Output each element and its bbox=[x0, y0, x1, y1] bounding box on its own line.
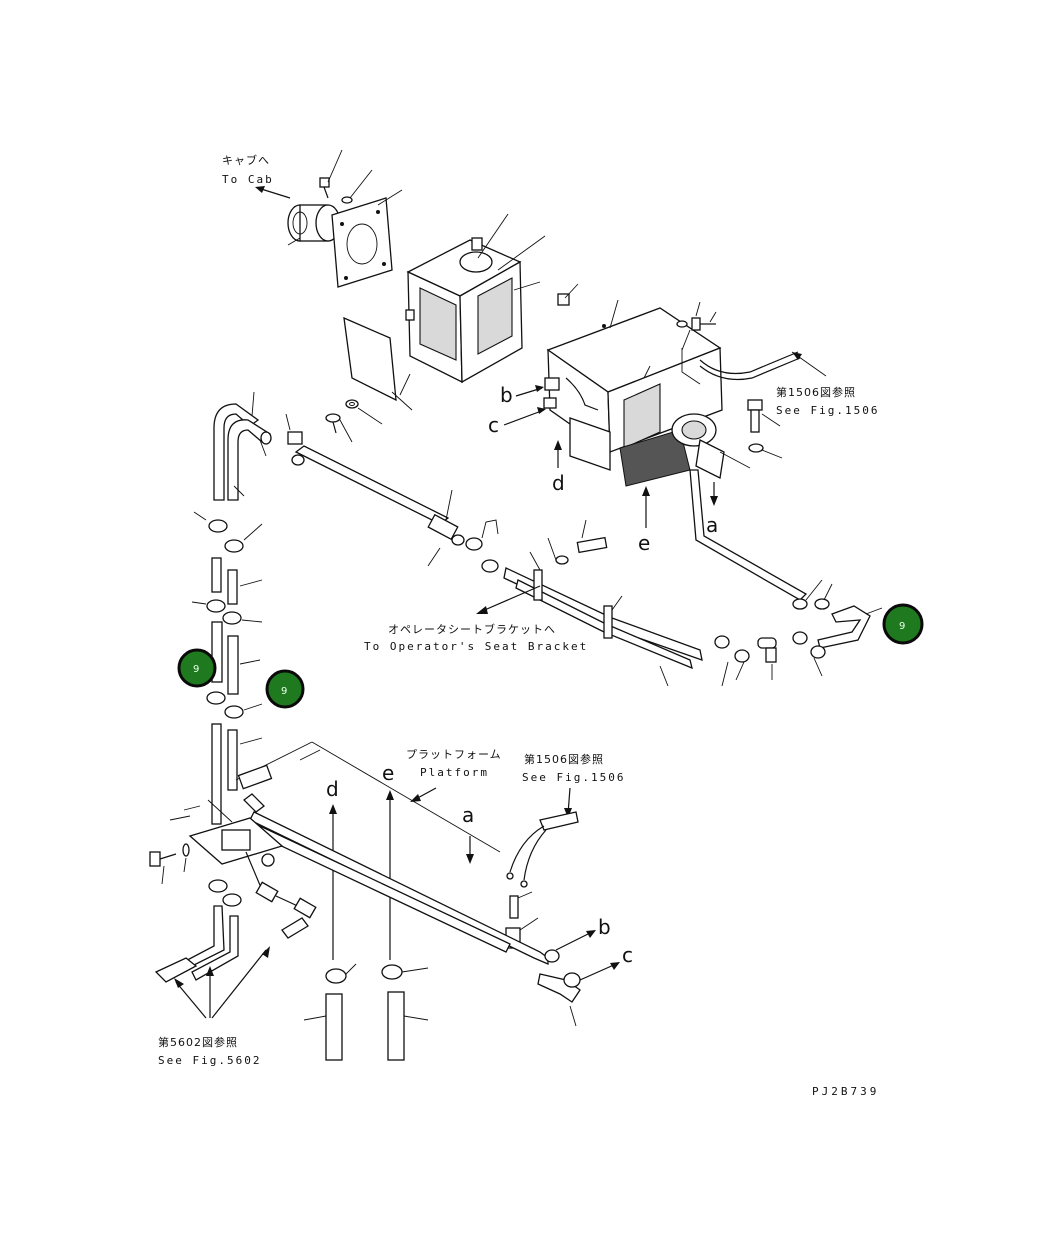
cover-plate bbox=[343, 316, 413, 411]
lower-left-hoses bbox=[154, 879, 270, 1019]
vertical-guides bbox=[303, 790, 429, 1061]
badge-left-lower[interactable]: 9 bbox=[265, 669, 305, 709]
fig1506-label-mid-en: See Fig.1506 bbox=[522, 771, 625, 784]
platform-callout: プラットフォーム Platform bbox=[406, 748, 502, 802]
badge-right[interactable]: 9 bbox=[882, 603, 924, 645]
bolt-washer-middle bbox=[547, 519, 608, 565]
lower-left-bracket bbox=[169, 764, 317, 939]
platform-label-en: Platform bbox=[420, 766, 489, 779]
screw-washer-top bbox=[319, 149, 373, 204]
long-tube-upper bbox=[285, 413, 465, 567]
to-cab-arrowhead-icon bbox=[255, 186, 265, 193]
fig1506-label-top-jp: 第1506図参照 bbox=[776, 385, 856, 399]
seat-bracket-callout: オペレータシートブラケットへ To Operator's Seat Bracke… bbox=[364, 585, 588, 653]
connector-b-bottom: b bbox=[598, 915, 611, 939]
wire-harness-mid bbox=[505, 811, 579, 949]
connector-e-top: e bbox=[638, 531, 650, 555]
connector-c-top: c bbox=[488, 413, 499, 437]
badge-left-lower-number: 9 bbox=[281, 686, 287, 697]
heater-unit bbox=[399, 213, 546, 396]
connector-labels-top: b c d e a bbox=[488, 383, 718, 555]
badge-left-upper-number: 9 bbox=[193, 664, 199, 675]
clamps-tee-right bbox=[714, 631, 826, 687]
connector-c-bottom: c bbox=[622, 943, 633, 967]
connector-b-top: b bbox=[500, 383, 513, 407]
to-cab-label-jp: キャブへ bbox=[222, 153, 270, 167]
fig1506-callout-top: 第1506図参照 See Fig.1506 bbox=[776, 385, 879, 417]
fig5602-callout: 第5602図参照 See Fig.5602 bbox=[158, 1035, 261, 1067]
connector-a-bottom: a bbox=[462, 803, 474, 827]
connector-labels-bottom: d e a b c bbox=[326, 761, 633, 981]
connector-a-top: a bbox=[706, 513, 718, 537]
seat-bracket-label-jp: オペレータシートブラケットへ bbox=[388, 622, 556, 636]
bolt-washer-right bbox=[676, 301, 783, 459]
pipe-bracket-middle bbox=[503, 551, 703, 687]
fig5602-label-en: See Fig.5602 bbox=[158, 1054, 261, 1067]
heater-core-assembly bbox=[543, 283, 751, 487]
gasket-plate bbox=[331, 189, 403, 288]
left-hose-column bbox=[191, 391, 272, 825]
clamp-pair-middle bbox=[465, 519, 499, 573]
to-cab-label-en: To Cab bbox=[222, 173, 274, 186]
fig1506-label-mid-jp: 第1506図参照 bbox=[524, 752, 604, 766]
bolt-lower-left bbox=[149, 843, 190, 885]
fig1506-label-top-en: See Fig.1506 bbox=[776, 404, 879, 417]
heater-hose-right bbox=[689, 469, 883, 649]
drawing-code: PJ2B739 bbox=[812, 1085, 879, 1098]
connector-e-bottom: e bbox=[382, 761, 394, 785]
screw-washer-lower bbox=[325, 399, 383, 443]
to-cab-callout: キャブへ To Cab bbox=[222, 153, 291, 199]
connector-d-top: d bbox=[552, 471, 565, 495]
badge-right-number: 9 bbox=[899, 621, 905, 632]
wire-harness-top bbox=[681, 348, 827, 385]
platform-label-jp: プラットフォーム bbox=[406, 748, 502, 761]
seat-bracket-label-en: To Operator's Seat Bracket bbox=[364, 640, 588, 653]
fig1506-callout-mid: 第1506図参照 See Fig.1506 bbox=[522, 752, 625, 818]
badge-left-upper[interactable]: 9 bbox=[177, 648, 217, 688]
fig5602-label-jp: 第5602図参照 bbox=[158, 1035, 238, 1049]
connector-d-bottom: d bbox=[326, 777, 339, 801]
